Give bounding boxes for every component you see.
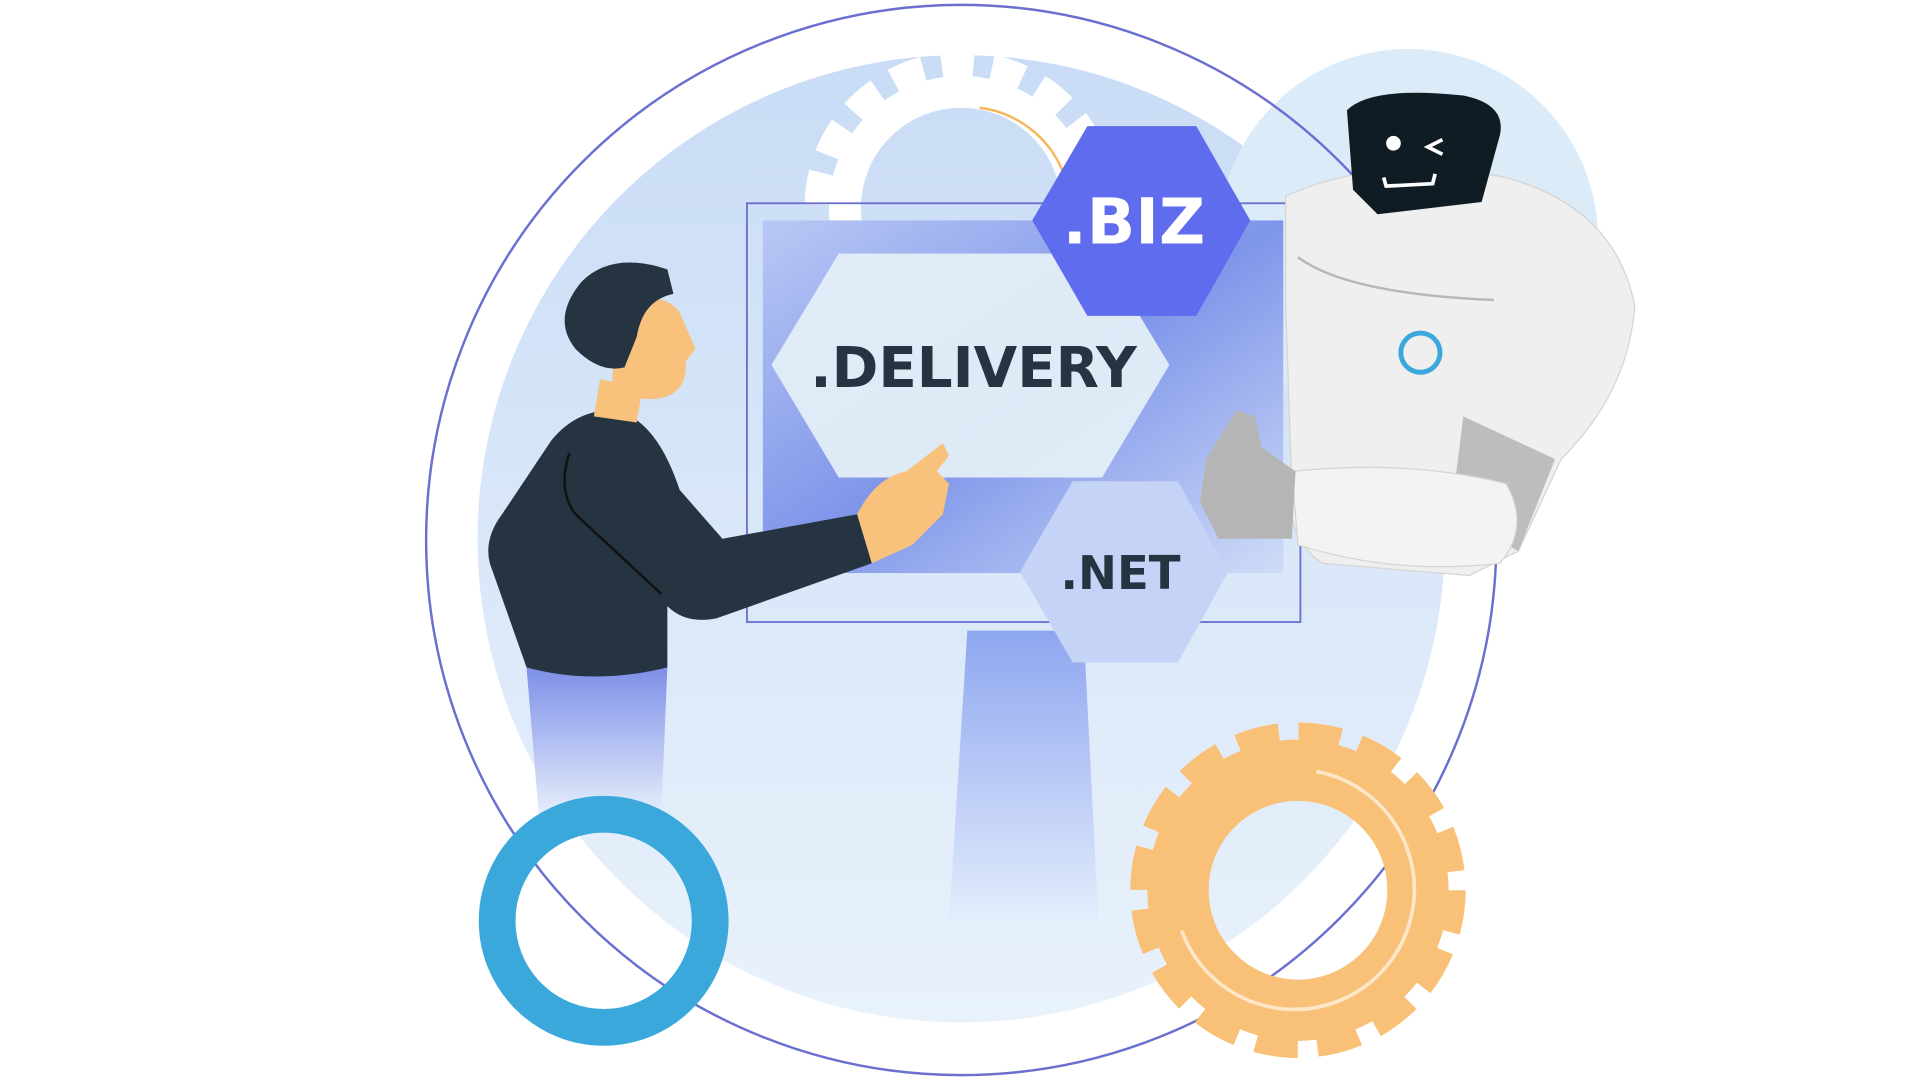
robot-figure <box>1200 92 1636 577</box>
net-hexagon[interactable]: .NET <box>1020 481 1229 663</box>
orange-gear-icon <box>1130 722 1466 1058</box>
biz-hexagon[interactable]: .BIZ <box>1032 126 1251 316</box>
robot-chest-light-icon <box>1398 330 1443 375</box>
delivery-label: .DELIVERY <box>810 336 1138 401</box>
delivery-hexagon[interactable]: .DELIVERY <box>771 253 1170 478</box>
person-figure <box>488 262 949 815</box>
biz-label: .BIZ <box>1063 186 1206 260</box>
screen-stand <box>948 630 1099 921</box>
net-label: .NET <box>1060 546 1180 600</box>
blue-ring <box>478 795 729 1046</box>
